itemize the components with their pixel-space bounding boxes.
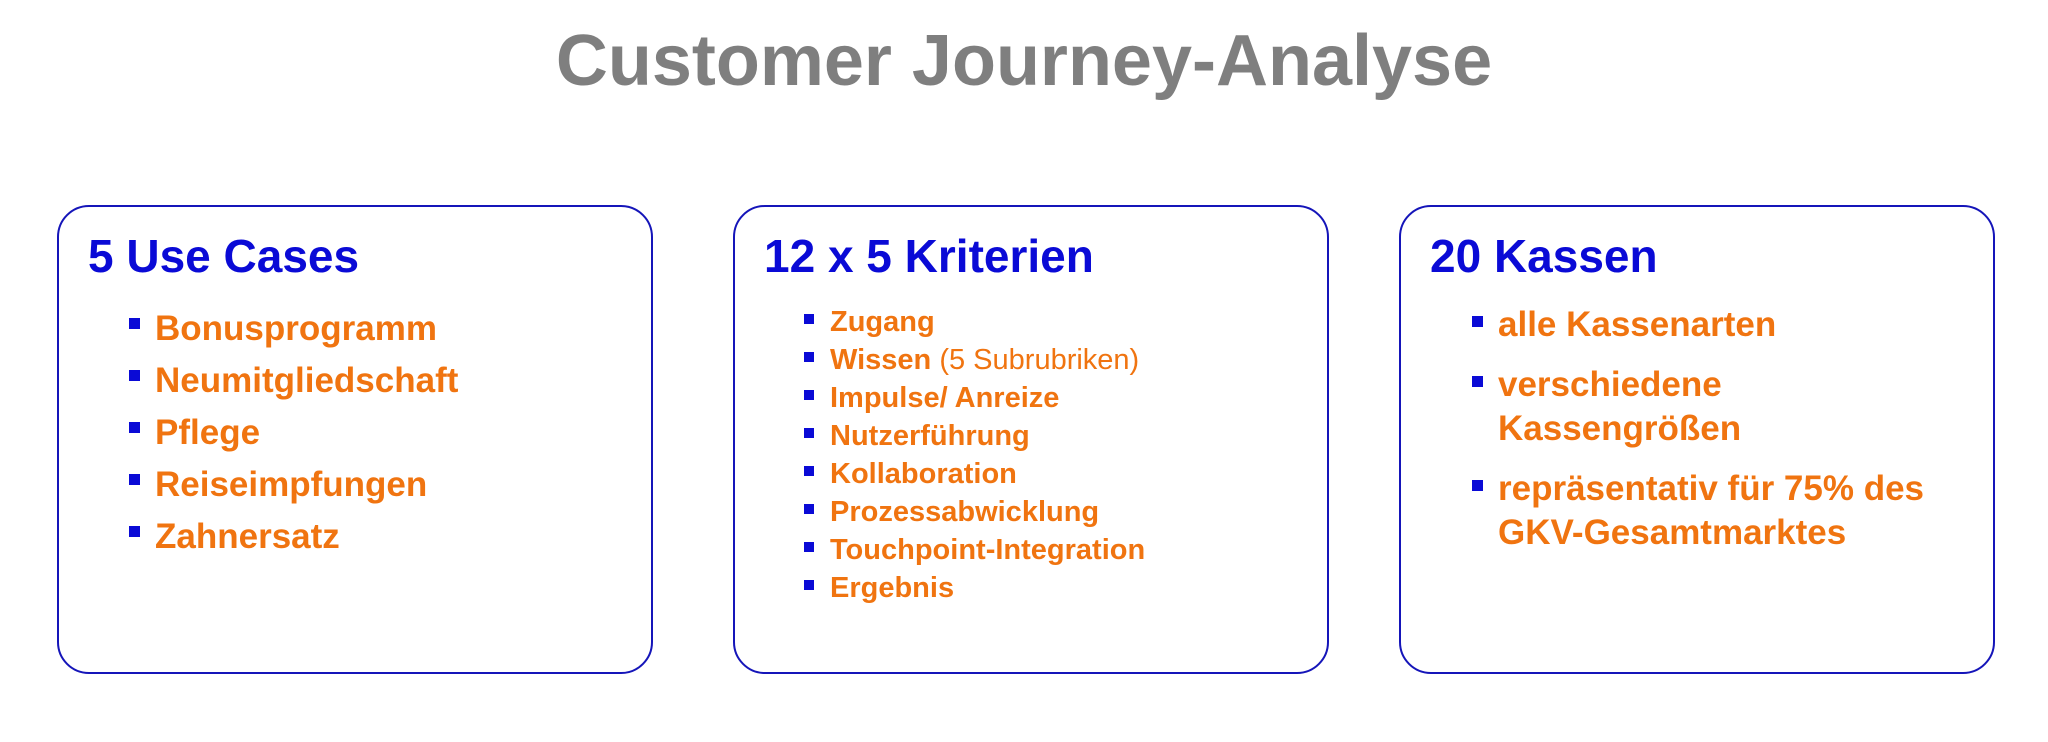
- list-item-line: GKV-Gesamtmarktes: [1498, 513, 1847, 552]
- list-item: Ergebnis: [804, 569, 1145, 607]
- square-bullet-icon: [804, 466, 814, 476]
- criteria-list: Zugang Wissen (5 Subrubriken) Impulse/ A…: [804, 303, 1145, 607]
- list-item-label: Wissen: [830, 344, 932, 376]
- list-item-label: Prozessabwicklung: [830, 496, 1100, 528]
- list-item-label: Pflege: [155, 413, 261, 452]
- list-item: Pflege: [129, 407, 458, 459]
- list-item: Prozessabwicklung: [804, 493, 1145, 531]
- list-item-label: Zahnersatz: [155, 517, 340, 556]
- list-item: Zugang: [804, 303, 1145, 341]
- square-bullet-icon: [804, 428, 814, 438]
- list-item-line: repräsentativ für 75% des: [1498, 469, 1925, 508]
- list-item-label: Touchpoint-Integration: [830, 534, 1146, 566]
- list-item: Neumitgliedschaft: [129, 355, 458, 407]
- card-heading: 5 Use Cases: [88, 230, 360, 282]
- square-bullet-icon: [1472, 376, 1483, 387]
- square-bullet-icon: [1472, 316, 1483, 327]
- square-bullet-icon: [804, 580, 814, 590]
- list-item: Bonusprogramm: [129, 303, 458, 355]
- square-bullet-icon: [804, 352, 814, 362]
- square-bullet-icon: [804, 314, 814, 324]
- list-item: Nutzerführung: [804, 417, 1145, 455]
- square-bullet-icon: [129, 474, 140, 485]
- page-title: Customer Journey-Analyse: [555, 21, 1493, 101]
- list-item: Kollaboration: [804, 455, 1145, 493]
- list-item-label: Bonusprogramm: [155, 309, 437, 348]
- card-heading: 20 Kassen: [1430, 230, 1658, 282]
- square-bullet-icon: [129, 526, 140, 537]
- list-item-label: Kollaboration: [830, 458, 1017, 490]
- list-item: Wissen (5 Subrubriken): [804, 341, 1145, 379]
- use-cases-card: 5 Use Cases Bonusprogramm Neumitgliedsch…: [57, 205, 653, 674]
- list-item-label: Reiseimpfungen: [155, 465, 428, 504]
- list-item: Touchpoint-Integration: [804, 531, 1145, 569]
- list-item-line: verschiedene: [1498, 365, 1722, 404]
- list-item-label: Nutzerführung: [830, 420, 1030, 452]
- list-item: Reiseimpfungen: [129, 459, 458, 511]
- list-item: Zahnersatz: [129, 511, 458, 563]
- square-bullet-icon: [129, 370, 140, 381]
- card-heading: 12 x 5 Kriterien: [764, 230, 1094, 282]
- list-item-note: (5 Subrubriken): [939, 344, 1140, 376]
- square-bullet-icon: [804, 390, 814, 400]
- list-item-line: Kassengrößen: [1498, 409, 1742, 448]
- square-bullet-icon: [129, 318, 140, 329]
- list-item: alle Kassenarten: [1472, 303, 1924, 347]
- list-item-label: Neumitgliedschaft: [155, 361, 459, 400]
- square-bullet-icon: [804, 542, 814, 552]
- criteria-card: 12 x 5 Kriterien Zugang Wissen (5 Subrub…: [733, 205, 1329, 674]
- square-bullet-icon: [804, 504, 814, 514]
- square-bullet-icon: [129, 422, 140, 433]
- square-bullet-icon: [1472, 480, 1483, 491]
- use-cases-list: Bonusprogramm Neumitgliedschaft Pflege R…: [129, 303, 458, 563]
- list-item-label: Ergebnis: [830, 572, 955, 604]
- list-item-label: Zugang: [830, 306, 935, 338]
- list-item-line: alle Kassenarten: [1498, 305, 1777, 344]
- list-item: Impulse/ Anreize: [804, 379, 1145, 417]
- list-item-label: Impulse/ Anreize: [830, 382, 1060, 414]
